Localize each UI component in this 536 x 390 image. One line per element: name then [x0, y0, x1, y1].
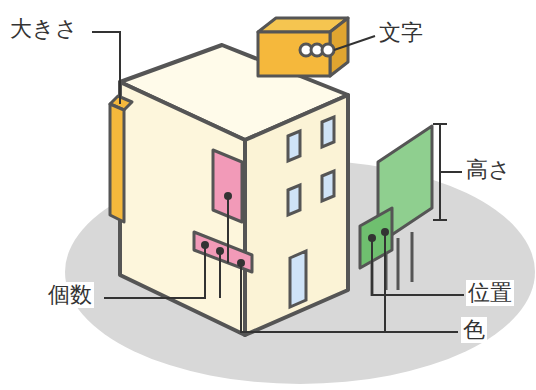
leader-dots [201, 192, 389, 267]
position-label: 位置 [466, 280, 514, 306]
size-sign [110, 96, 132, 222]
wall-signs [194, 150, 252, 272]
color-label: 色 [461, 317, 487, 343]
windows [288, 117, 334, 307]
count-label: 個数 [46, 282, 94, 308]
height-label: 高さ [464, 157, 513, 183]
size-label: 大きさ [8, 16, 80, 42]
leader-lines [92, 32, 464, 332]
pole-signs [360, 126, 432, 296]
text-label: 文字 [377, 20, 425, 46]
building [120, 45, 348, 335]
rooftop-sign [258, 18, 348, 76]
